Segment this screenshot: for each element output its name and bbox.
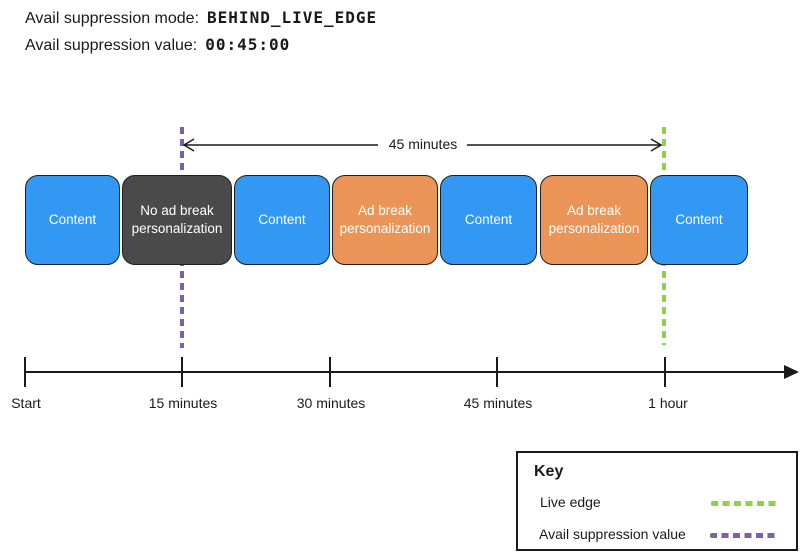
ad-break-personalization-block-2: Ad break personalization bbox=[540, 175, 648, 265]
span-arrow bbox=[182, 138, 663, 152]
legend-label-live-edge: Live edge bbox=[540, 494, 601, 510]
content-block-4: Content bbox=[650, 175, 748, 265]
axis-tick-label-45min: 45 minutes bbox=[463, 395, 533, 411]
avail-suppression-value-label: Avail suppression value: bbox=[25, 37, 198, 54]
avail-suppression-value-line: Avail suppression value: 00:45:00 bbox=[25, 35, 377, 55]
axis-tick-label-1hour: 1 hour bbox=[648, 395, 688, 411]
content-block-2: Content bbox=[234, 175, 330, 265]
legend-key-box: Key Live edge Avail suppression value bbox=[516, 451, 798, 551]
avail-suppression-value-value: 00:45:00 bbox=[205, 35, 291, 54]
header: Avail suppression mode: BEHIND_LIVE_EDGE… bbox=[25, 8, 377, 62]
content-block-3: Content bbox=[440, 175, 537, 265]
block-label: Ad break personalization bbox=[339, 202, 431, 236]
block-label: Content bbox=[675, 211, 723, 227]
axis-tick-label-15min: 15 minutes bbox=[148, 395, 218, 411]
axis-tick-label-start: Start bbox=[11, 395, 41, 411]
axis-tick-1hour bbox=[664, 357, 666, 387]
legend-swatch-avail-suppression-value bbox=[710, 533, 778, 538]
block-label: No ad break personalization bbox=[131, 202, 223, 236]
axis-tick-label-30min: 30 minutes bbox=[296, 395, 366, 411]
time-axis-arrowhead-icon bbox=[784, 365, 799, 379]
axis-tick-45min bbox=[496, 357, 498, 387]
no-ad-break-personalization-block: No ad break personalization bbox=[122, 175, 232, 265]
avail-suppression-mode-value: BEHIND_LIVE_EDGE bbox=[207, 8, 378, 27]
arrow-head-right bbox=[650, 138, 663, 152]
block-label: Content bbox=[48, 211, 97, 227]
legend-swatch-live-edge bbox=[711, 501, 779, 506]
avail-suppression-mode-label: Avail suppression mode: bbox=[25, 10, 200, 27]
block-label: Content bbox=[464, 211, 513, 227]
legend-title: Key bbox=[534, 463, 564, 480]
axis-tick-15min bbox=[181, 357, 183, 387]
block-label: Ad break personalization bbox=[548, 202, 640, 236]
axis-tick-30min bbox=[329, 357, 331, 387]
time-axis-line bbox=[25, 371, 787, 373]
legend-label-avail-suppression-value: Avail suppression value bbox=[539, 526, 686, 542]
avail-suppression-mode-line: Avail suppression mode: BEHIND_LIVE_EDGE bbox=[25, 8, 377, 28]
span-arrow-label: 45 minutes bbox=[388, 136, 458, 152]
content-block-1: Content bbox=[25, 175, 120, 265]
axis-tick-start bbox=[24, 357, 26, 387]
ad-break-personalization-block-1: Ad break personalization bbox=[332, 175, 438, 265]
block-label: Content bbox=[258, 211, 306, 227]
